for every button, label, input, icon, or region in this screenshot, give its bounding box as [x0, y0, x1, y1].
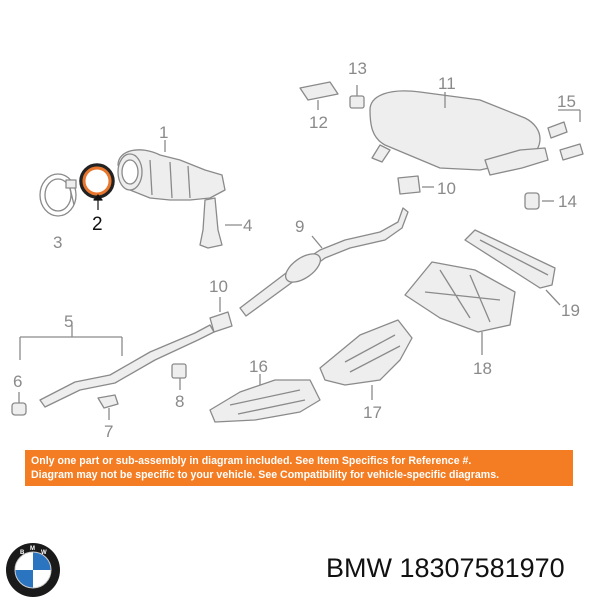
part-9-intermediate-pipe [239, 207, 409, 317]
callout-8: 8 [175, 392, 185, 411]
callout-6: 6 [13, 372, 23, 391]
callout-10-upper: 10 [437, 179, 456, 198]
svg-text:W: W [41, 550, 47, 556]
disclaimer-banner: Only one part or sub-assembly in diagram… [25, 450, 573, 486]
callout-2: 2 [92, 214, 103, 235]
part-14-hanger [524, 192, 554, 210]
callout-3: 3 [53, 233, 63, 252]
part-1-catalytic-converter [117, 140, 226, 201]
part-12-bracket [299, 81, 339, 110]
part-8-mount [171, 363, 187, 390]
part-6-hanger [11, 392, 27, 416]
callout-18: 18 [473, 359, 492, 378]
part-17-heat-shield [319, 319, 413, 400]
callout-13: 13 [348, 59, 367, 78]
disclaimer-line-2: Diagram may not be specific to your vehi… [31, 469, 500, 481]
part-13-mount [349, 85, 365, 109]
callout-4: 4 [243, 216, 253, 235]
svg-text:B: B [20, 550, 25, 556]
callout-17: 17 [363, 403, 382, 422]
callout-12: 12 [309, 113, 328, 132]
callout-14: 14 [558, 192, 577, 211]
part-2-gasket [79, 163, 115, 210]
callout-19: 19 [561, 301, 580, 320]
part-19-heat-shield [464, 229, 561, 306]
part-4-bracket [199, 197, 242, 249]
callout-16: 16 [249, 357, 268, 376]
exhaust-parts-diagram [11, 81, 584, 423]
part-7-bracket [97, 394, 119, 420]
part-15-tailpipes [547, 109, 584, 161]
svg-text:M: M [30, 546, 35, 552]
callout-15: 15 [557, 92, 576, 111]
part-10-clamp-lower [209, 297, 233, 333]
callout-9: 9 [295, 217, 305, 236]
part-3-clamp [39, 173, 77, 217]
part-18-heat-shield [404, 261, 516, 355]
callout-7: 7 [104, 422, 114, 441]
part-10-clamp-upper [397, 175, 434, 195]
callout-5: 5 [64, 312, 74, 331]
callout-11: 11 [438, 74, 456, 93]
part-16-heat-shield [209, 374, 321, 423]
callout-10-lower: 10 [209, 277, 228, 296]
callout-1: 1 [159, 123, 169, 142]
bmw-roundel-icon: B M W [6, 543, 60, 597]
part-11-rear-muffler [369, 90, 549, 176]
disclaimer-line-1: Only one part or sub-assembly in diagram… [31, 455, 472, 467]
part-number-caption: BMW 18307581970 [326, 553, 565, 583]
